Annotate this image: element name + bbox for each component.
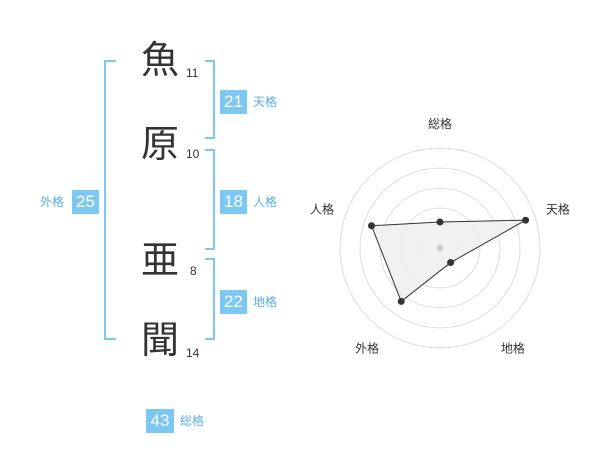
chikaku-label: 地格: [253, 295, 278, 309]
name-char-3: 亜: [141, 238, 180, 282]
radar-point-3: [447, 259, 455, 267]
radar-point-2: [522, 216, 530, 224]
stroke-count-2: 10: [186, 147, 200, 161]
chikaku-bracket-bottom: [205, 338, 215, 340]
chikaku-value-badge: 22: [220, 290, 247, 314]
name-char-2: 原: [141, 122, 180, 166]
radar-point-4: [397, 297, 405, 305]
radar-axis-label-3: 地格: [501, 340, 525, 355]
radar-axis-label-4: 外格: [355, 340, 379, 355]
tenkaku-label: 天格: [253, 95, 278, 109]
chikaku-bracket-top: [205, 258, 215, 260]
soukaku-value-badge: 43: [146, 409, 174, 433]
jinkaku-value-badge: 18: [220, 190, 247, 214]
stroke-count-4: 14: [186, 346, 200, 360]
radar-axis-label-5: 人格: [310, 202, 334, 217]
radar-data-points: [368, 216, 530, 305]
tenkaku-bracket-vertical: [213, 60, 215, 139]
chikaku-bracket-vertical: [213, 258, 215, 340]
radar-point-1: [436, 218, 444, 226]
jinkaku-label: 人格: [253, 195, 278, 209]
jinkaku-bracket-bottom: [205, 248, 215, 250]
name-char-1: 魚: [141, 38, 180, 82]
radar-axis-label-2: 天格: [546, 202, 570, 217]
gaikaku-bracket-top: [104, 60, 116, 62]
radar-center-dot: [436, 244, 444, 252]
gaikaku-value-badge: 25: [72, 190, 99, 214]
gaikaku-bracket-bottom: [104, 338, 116, 340]
gaikaku-bracket-vertical: [104, 60, 106, 340]
jinkaku-bracket-vertical: [213, 149, 215, 250]
jinkaku-bracket-top: [205, 149, 215, 151]
radar-ring-4: [359, 167, 521, 329]
stroke-count-1: 11: [186, 66, 199, 80]
soukaku-label: 総格: [180, 414, 205, 428]
tenkaku-bracket-bottom: [205, 137, 215, 139]
tenkaku-bracket-top: [205, 60, 215, 62]
name-char-4: 聞: [141, 318, 180, 362]
radar-axis-label-1: 総格: [428, 116, 452, 131]
radar-point-5: [368, 222, 376, 230]
gaikaku-label: 外格: [40, 195, 65, 209]
stroke-count-3: 8: [190, 264, 197, 278]
tenkaku-value-badge: 21: [220, 90, 247, 114]
radar-ring-5: [339, 147, 541, 349]
